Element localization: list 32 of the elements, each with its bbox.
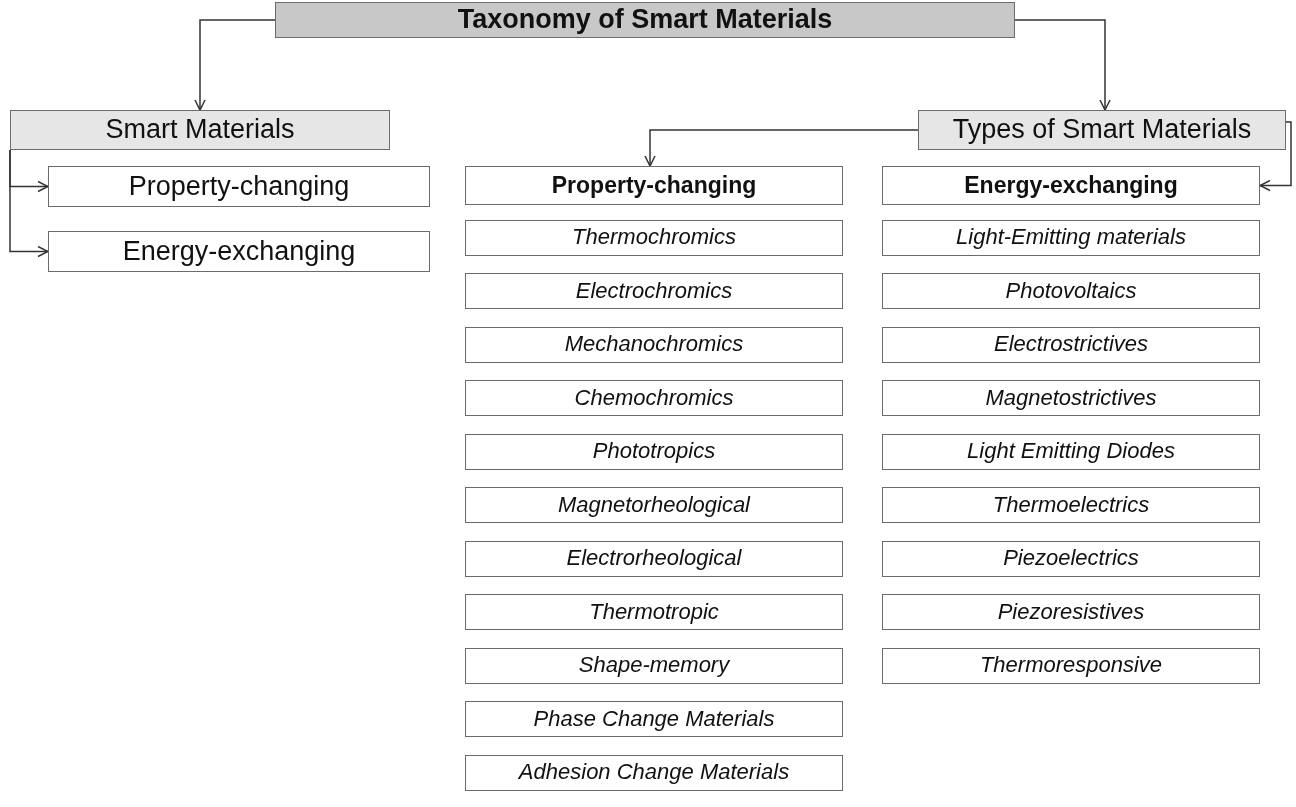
category-box: Property-changing: [48, 166, 430, 207]
material-box: Electrochromics: [465, 273, 843, 309]
material-box: Piezoelectrics: [882, 540, 1260, 577]
material-box: Thermotropic: [465, 594, 843, 630]
category-box: Energy-exchanging: [48, 231, 430, 272]
material-box: Chemochromics: [465, 380, 843, 416]
material-box: Thermoelectrics: [882, 487, 1260, 523]
arrow: [644, 129, 919, 167]
title-box: Taxonomy of Smart Materials: [275, 2, 1015, 38]
arrow: [1259, 121, 1292, 192]
material-box: Light Emitting Diodes: [882, 433, 1260, 470]
column-header-box: Energy-exchanging: [882, 166, 1260, 205]
column-header-box: Property-changing: [465, 166, 843, 205]
material-box: Shape-memory: [465, 647, 843, 684]
arrow: [9, 149, 49, 258]
material-box: Thermoresponsive: [882, 647, 1260, 684]
category-header-box: Types of Smart Materials: [918, 110, 1286, 150]
material-box: Photovoltaics: [882, 273, 1260, 309]
material-box: Magnetorheological: [465, 487, 843, 523]
material-box: Electrorheological: [465, 540, 843, 577]
arrow: [194, 19, 276, 111]
material-box: Phase Change Materials: [465, 701, 843, 737]
material-box: Light-Emitting materials: [882, 219, 1260, 256]
material-box: Phototropics: [465, 433, 843, 470]
arrow: [1014, 19, 1111, 111]
material-box: Mechanochromics: [465, 326, 843, 363]
material-box: Magnetostrictives: [882, 380, 1260, 416]
material-box: Adhesion Change Materials: [465, 754, 843, 791]
category-header-box: Smart Materials: [10, 110, 390, 150]
material-box: Piezoresistives: [882, 594, 1260, 630]
material-box: Electrostrictives: [882, 326, 1260, 363]
material-box: Thermochromics: [465, 219, 843, 256]
